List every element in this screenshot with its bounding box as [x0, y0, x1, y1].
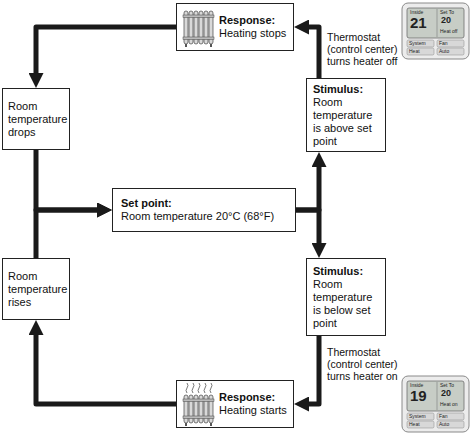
thermostat-button	[407, 48, 434, 55]
button-label: Fan	[439, 41, 448, 47]
flow-arrow	[36, 330, 176, 404]
radiator-fin	[184, 11, 188, 44]
thermostat-device	[402, 3, 469, 59]
display-temperature: 21	[410, 15, 427, 32]
radiator-fin	[204, 11, 208, 44]
radiator-fin	[209, 11, 213, 44]
thermostat-button	[437, 48, 464, 55]
thermostat-button	[407, 421, 434, 428]
control-center-note: Thermostat (control center) turns heater…	[327, 31, 403, 67]
box-text: Heating stops	[219, 27, 289, 40]
control-center-note: Thermostat (control center) turns heater…	[327, 346, 403, 382]
radiator-fin	[194, 11, 198, 44]
thermostat-device	[402, 376, 469, 432]
radiator-icon	[183, 383, 214, 426]
heat-wave	[198, 383, 200, 393]
screen-divider	[437, 382, 438, 410]
flow-arrow	[296, 210, 319, 248]
set-point-box: Set point:Room temperature 20°C (68°F)	[112, 188, 296, 232]
radiator-fin	[199, 11, 203, 44]
box-heading: Response:	[219, 391, 289, 404]
flow-arrow	[304, 336, 319, 404]
response-box: Response:Heating starts	[176, 380, 294, 428]
box-heading: Response:	[219, 14, 289, 27]
button-label: Auto	[439, 49, 449, 55]
flow-arrow	[36, 27, 176, 78]
radiator-icon	[183, 11, 214, 47]
heat-wave	[186, 383, 188, 393]
thermostat-screen	[407, 8, 464, 38]
button-label: Heat	[409, 49, 420, 55]
box-heading: Stimulus:	[313, 265, 381, 278]
box-heading: Set point:	[121, 197, 291, 210]
response-box: Response:Heating stops	[176, 3, 294, 51]
radiator-rail	[183, 37, 214, 40]
button-label: System	[409, 414, 426, 420]
thermostat-button	[407, 40, 434, 47]
thermostat-button	[407, 413, 434, 420]
radiator-foot	[210, 423, 212, 426]
thermostat-button	[437, 40, 464, 47]
button-label: System	[409, 41, 426, 47]
radiator-fin	[199, 395, 203, 423]
heat-wave	[210, 383, 212, 393]
flow-arrow	[304, 27, 319, 78]
heat-wave	[204, 383, 206, 393]
display-set-point: 20	[441, 389, 451, 399]
stimulus-box: Stimulus:Room temperature is below set p…	[306, 258, 386, 336]
radiator-rail	[183, 416, 214, 419]
box-text: Room temperature is above set point	[313, 96, 381, 148]
flow-arrow	[36, 150, 102, 210]
box-text: Room temperature rises	[8, 270, 66, 309]
display-text: Set To	[440, 10, 454, 16]
effect-box: Room temperature rises	[2, 258, 70, 320]
radiator-fin	[189, 11, 193, 44]
thermostat-body	[402, 3, 469, 59]
display-status: Heat off	[440, 29, 457, 35]
box-text: Room temperature drops	[8, 100, 66, 139]
radiator-fin	[204, 395, 208, 423]
radiator-rail	[183, 399, 214, 402]
flow-arrow	[296, 162, 319, 210]
radiator-rail	[183, 15, 214, 18]
radiator-fin	[209, 395, 213, 423]
heat-wave	[192, 383, 194, 393]
display-text: Set To	[440, 383, 454, 389]
radiator-fin	[189, 395, 193, 423]
box-text: Heating starts	[219, 404, 289, 417]
stimulus-box: Stimulus:Room temperature is above set p…	[306, 78, 386, 152]
thermostat-button	[437, 421, 464, 428]
flow-arrow	[36, 210, 102, 258]
display-status: Heat on	[440, 402, 458, 408]
radiator-foot	[185, 423, 187, 426]
display-temperature: 19	[410, 388, 427, 405]
effect-box: Room temperature drops	[2, 88, 70, 150]
radiator-fin	[194, 395, 198, 423]
display-set-point: 20	[441, 16, 451, 26]
radiator-fin	[184, 395, 188, 423]
button-label: Fan	[439, 414, 448, 420]
button-label: Heat	[409, 422, 420, 428]
thermostat-screen	[407, 381, 464, 411]
box-text: Room temperature is below set point	[313, 278, 381, 330]
radiator-foot	[210, 44, 212, 47]
thermostat-button	[437, 413, 464, 420]
screen-divider	[437, 9, 438, 37]
box-heading: Stimulus:	[313, 83, 381, 96]
thermostat-body	[402, 376, 469, 432]
box-text: Room temperature 20°C (68°F)	[121, 210, 291, 223]
radiator-foot	[185, 44, 187, 47]
button-label: Auto	[439, 422, 449, 428]
